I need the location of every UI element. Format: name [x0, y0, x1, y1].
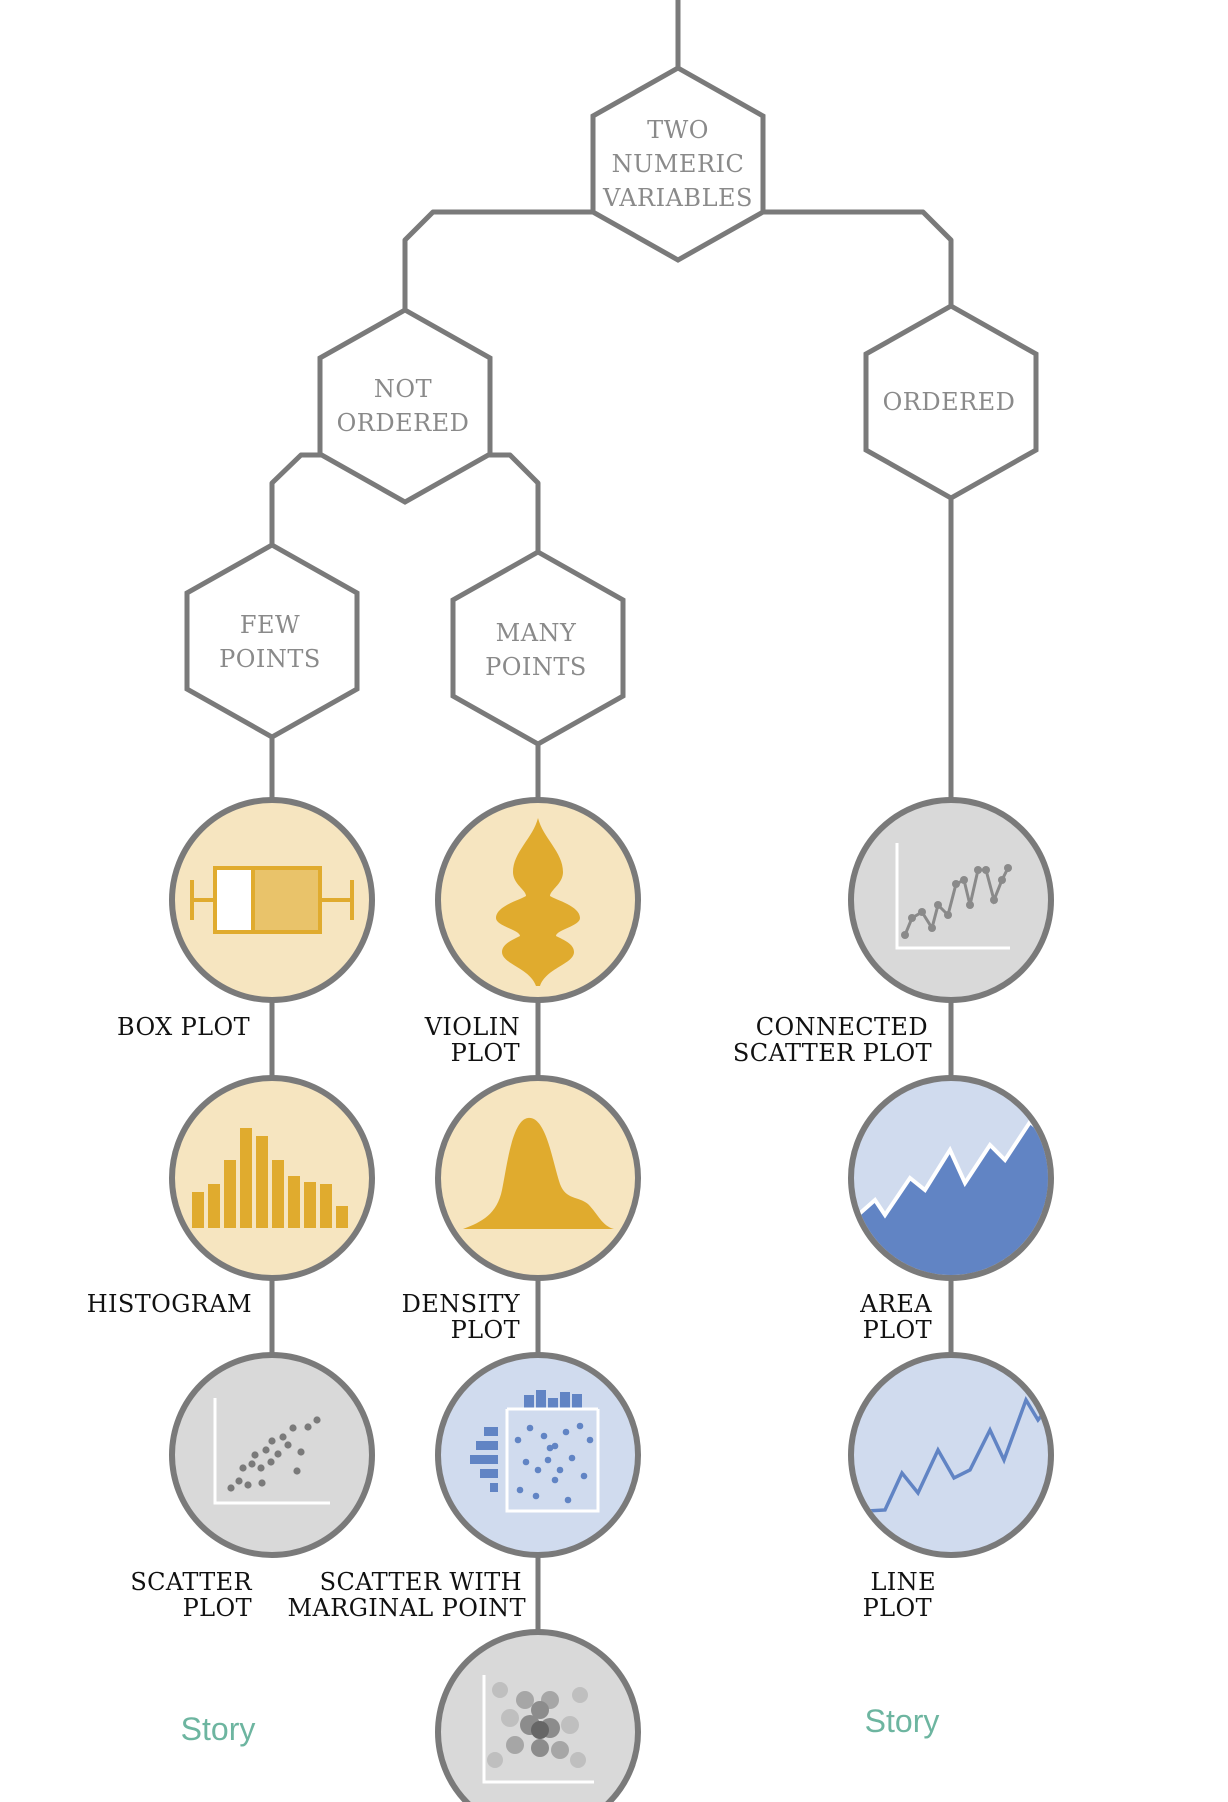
- label-area-line-2: PLOT: [863, 1316, 932, 1344]
- connector-not-ordered: [402, 209, 593, 310]
- hex-text-few-line-1: FEW: [240, 611, 300, 639]
- hex-text-two-line-3: VARIABLES: [602, 184, 753, 212]
- hex-node-two-numeric-variables[interactable]: TWO NUMERIC VARIABLES: [590, 65, 766, 263]
- hex-text-ordered: ORDERED: [883, 388, 1016, 416]
- label-histogram: HISTOGRAM: [87, 1290, 252, 1318]
- density-icon: [463, 1117, 614, 1229]
- hex-text-many-line-2: POINTS: [485, 653, 587, 681]
- label-area-line-1: AREA: [859, 1290, 932, 1318]
- connector-many-points: [488, 452, 541, 552]
- violin-icon: [496, 818, 580, 986]
- label-violin-line-1: VIOLIN: [424, 1013, 520, 1041]
- label-density-line-2: PLOT: [451, 1316, 520, 1344]
- chart-node-scatter-marginal[interactable]: [435, 1352, 641, 1558]
- label-box-plot: BOX PLOT: [117, 1013, 250, 1041]
- label-density-line-1: DENSITY: [402, 1290, 521, 1318]
- box-plot-icon: [190, 866, 354, 934]
- chart-node-violin-plot[interactable]: [435, 797, 641, 1003]
- connector-lines: [269, 0, 954, 1632]
- chart-node-histogram[interactable]: [169, 1075, 375, 1281]
- chart-node-box-plot[interactable]: [169, 797, 375, 1003]
- story-link-right[interactable]: Story: [865, 1703, 940, 1739]
- chart-node-line-plot[interactable]: [848, 1352, 1054, 1558]
- hexbin-icon: [482, 1675, 594, 1784]
- hex-node-many-points[interactable]: MANY POINTS: [450, 549, 626, 747]
- histogram-icon: [192, 1128, 348, 1228]
- hex-text-not-ordered-line-2: ORDERED: [337, 409, 470, 437]
- label-connected-line-1: CONNECTED: [756, 1013, 928, 1041]
- label-marginal-line-1: SCATTER WITH: [320, 1568, 522, 1596]
- hex-text-two-line-1: TWO: [647, 116, 709, 144]
- story-link-left[interactable]: Story: [181, 1711, 256, 1747]
- connector-few-points: [269, 452, 322, 545]
- hex-text-two-line-2: NUMERIC: [612, 150, 745, 178]
- chart-node-area-plot[interactable]: [848, 1075, 1060, 1290]
- hex-text-few-line-2: POINTS: [219, 645, 321, 673]
- label-marginal-line-2: MARGINAL POINT: [288, 1594, 526, 1622]
- hex-text-many-line-1: MANY: [496, 619, 577, 647]
- label-scatter-plot-line-1: SCATTER: [130, 1568, 252, 1596]
- hex-node-few-points[interactable]: FEW POINTS: [184, 542, 360, 740]
- marginal-scatter-icon: [470, 1390, 600, 1513]
- label-scatter-plot-line-2: PLOT: [183, 1594, 252, 1622]
- line-icon: [854, 1395, 1048, 1514]
- hex-node-ordered[interactable]: ORDERED: [863, 303, 1039, 501]
- hex-node-not-ordered[interactable]: NOT ORDERED: [317, 307, 493, 505]
- label-line-plot-line-2: PLOT: [863, 1594, 932, 1622]
- connector-ordered: [763, 209, 954, 306]
- chart-node-connected-scatter[interactable]: [848, 797, 1054, 1003]
- label-connected-line-2: SCATTER PLOT: [733, 1039, 932, 1067]
- chart-node-hexbin[interactable]: [435, 1629, 641, 1802]
- label-violin-line-2: PLOT: [451, 1039, 520, 1067]
- chart-node-scatter-plot[interactable]: [169, 1352, 375, 1558]
- label-line-plot-line-1: LINE: [870, 1568, 936, 1596]
- chart-node-density-plot[interactable]: [435, 1075, 641, 1281]
- connected-scatter-icon: [895, 843, 1012, 950]
- scatter-icon: [213, 1398, 330, 1505]
- hex-text-not-ordered-line-1: NOT: [374, 375, 432, 403]
